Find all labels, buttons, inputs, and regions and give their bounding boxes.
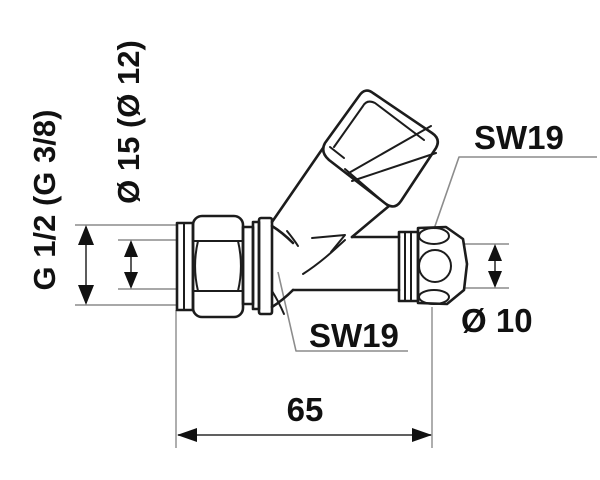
handle-grip-line-1 [346, 125, 432, 175]
wrench-size-outlet-label: SW19 [474, 119, 564, 156]
body-flow-mark [311, 234, 346, 253]
arrow-outlet-down [488, 271, 502, 288]
arrow-thread-down [78, 285, 94, 305]
wrench-size-body-label: SW19 [309, 317, 399, 354]
flange-skirt-top [270, 224, 295, 245]
inlet-pipe-diameter-label: Ø 15 (Ø 12) [111, 40, 146, 204]
outlet-nut-facet-middle [418, 249, 452, 283]
arrow-length-left [177, 428, 197, 442]
inlet-nut-facet-arc-right [237, 240, 242, 292]
arrow-length-right [412, 428, 432, 442]
flange-skirt-bottom [270, 288, 295, 309]
flange-bell-bottom [271, 290, 285, 315]
outlet-nut [416, 225, 469, 306]
arrow-pipe-up [124, 240, 138, 257]
inlet-thread-label: G 1/2 (G 3/8) [27, 110, 62, 291]
inlet-nut [191, 214, 245, 319]
outlet-diameter-label: Ø 10 [461, 302, 533, 339]
handle-tick [329, 146, 345, 159]
inlet-nut-facet-arc-left [194, 240, 199, 292]
handle-top-band [333, 100, 425, 148]
housing-right-edge [350, 204, 391, 239]
dimension-outlet [488, 244, 502, 288]
flange [257, 216, 274, 316]
handle [321, 89, 440, 208]
flange-bell-top [286, 230, 299, 247]
outlet-rings [397, 230, 420, 303]
outlet-nut-facet-top [418, 227, 450, 245]
arrow-outlet-up [488, 244, 502, 261]
body-flow-curve [302, 239, 346, 275]
neck-ring-1 [241, 225, 255, 306]
dimension-pipe [124, 240, 138, 289]
dimension-length [177, 428, 432, 442]
leader-wrench-top [433, 156, 597, 230]
dimension-thread [78, 225, 94, 305]
housing-left-edge [270, 146, 325, 224]
outlet-nut-facet-bottom [418, 289, 450, 305]
extension-lines [75, 224, 509, 448]
valve-outline [175, 89, 469, 319]
overall-length-label: 65 [287, 391, 324, 428]
handle-grip-line-2 [351, 152, 437, 182]
arrow-pipe-down [124, 272, 138, 289]
arrow-thread-up [78, 225, 94, 245]
